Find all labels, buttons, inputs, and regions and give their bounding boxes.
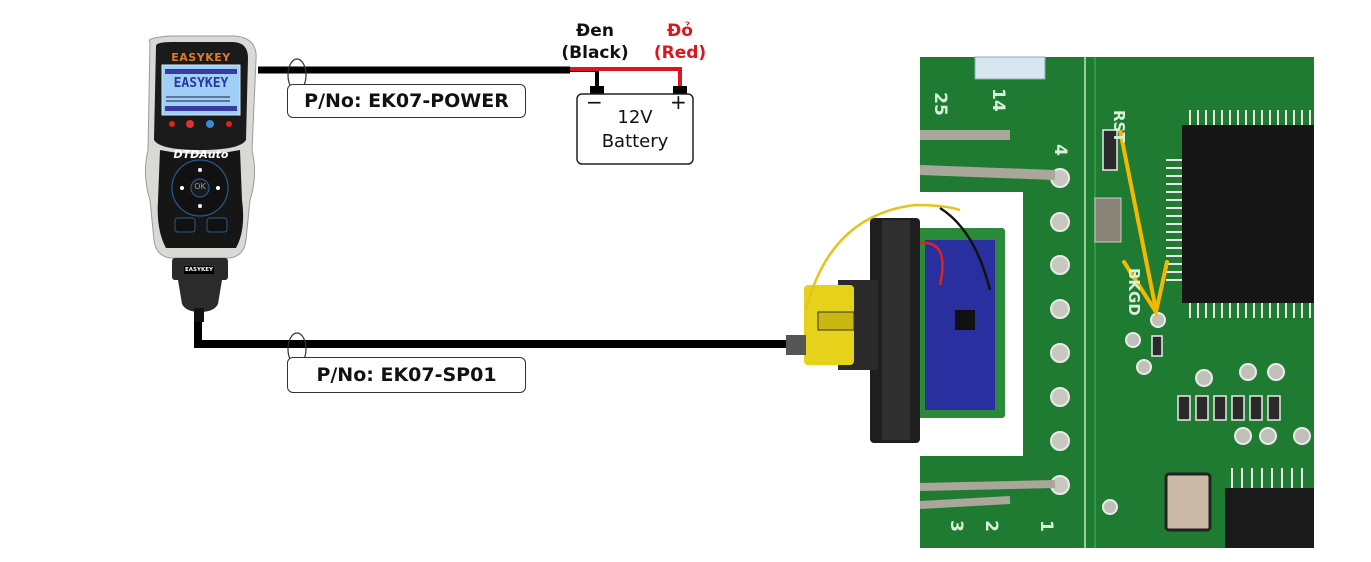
arrow-shaft xyxy=(1118,129,1158,311)
black-wire-label-vi: Đen xyxy=(576,21,614,41)
settings-button[interactable] xyxy=(174,217,196,233)
part-label-signal: P/No: EK07-SP01 xyxy=(316,364,497,386)
battery-name: Battery xyxy=(601,131,669,152)
arrow-head xyxy=(1122,260,1169,318)
part-tag-power: P/No: EK07-POWER xyxy=(287,84,526,118)
battery-pos-post xyxy=(673,86,687,96)
signal-cable xyxy=(194,290,790,348)
red-wire-label: Đỏ (Red) xyxy=(645,20,715,64)
brand-icon-honda xyxy=(169,121,175,127)
part-label-power: P/No: EK07-POWER xyxy=(304,90,509,112)
battery-body xyxy=(576,93,694,165)
red-wire-label-en: (Red) xyxy=(653,43,707,63)
battery-label: 12V Battery xyxy=(590,106,680,154)
left-button[interactable] xyxy=(180,186,184,190)
pcb-label-bkgd: BKGD xyxy=(1125,268,1143,316)
battery-voltage: 12V xyxy=(617,107,653,128)
brand-icon-3 xyxy=(206,120,214,128)
red-wire xyxy=(570,67,682,92)
brand-icon-suzuki xyxy=(226,121,232,127)
ok-button-label: OK xyxy=(194,182,206,191)
battery-pos-symbol: + xyxy=(670,90,687,114)
battery-neg-post xyxy=(590,86,604,96)
pcb-pin-label-1: 1 xyxy=(1035,520,1056,532)
ok-button[interactable] xyxy=(190,178,210,198)
screen-header-bar xyxy=(165,69,237,74)
pcb-pin-label-3: 3 xyxy=(945,520,966,532)
pcb-pin-label-14: 14 xyxy=(987,88,1008,112)
bdm-adapter xyxy=(786,203,1005,443)
up-button[interactable] xyxy=(198,168,202,172)
device-screen-title: EASYKEY xyxy=(173,76,229,91)
black-wire-label-en: (Black) xyxy=(561,43,629,63)
brand-icon-2 xyxy=(186,120,194,128)
connector-label-plate xyxy=(184,266,214,274)
right-button[interactable] xyxy=(216,186,220,190)
easykey-device xyxy=(144,35,257,322)
pcb-label-rst: RST xyxy=(1110,110,1128,143)
pcb-pin-label-2: 2 xyxy=(980,520,1001,532)
esc-button[interactable] xyxy=(206,217,228,233)
battery-neg-symbol: − xyxy=(586,90,603,114)
screen-footer-bar xyxy=(165,106,237,111)
red-wire-label-vi: Đỏ xyxy=(667,21,693,41)
black-wire-label: Đen (Black) xyxy=(555,20,635,64)
pcb-pin-label-25: 25 xyxy=(929,92,950,116)
device-maker-logo: DTDAuto xyxy=(173,148,229,161)
part-tag-signal: P/No: EK07-SP01 xyxy=(287,357,526,393)
connector-hood xyxy=(178,280,222,312)
pcb-pin-label-4: 4 xyxy=(1049,144,1070,156)
device-brand-top: EASYKEY xyxy=(171,51,231,64)
down-button[interactable] xyxy=(198,204,202,208)
connector-label: EASYKEY xyxy=(185,267,213,273)
